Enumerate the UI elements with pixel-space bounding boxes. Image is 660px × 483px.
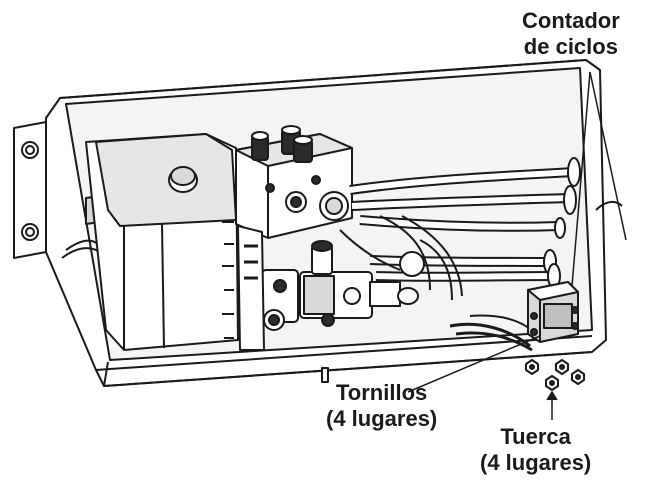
callout-cycle-counter: Contador de ciclos bbox=[522, 8, 620, 60]
mounting-nuts bbox=[525, 359, 585, 391]
cycle-counter bbox=[527, 281, 579, 343]
callout-cycle-counter-line1: Contador bbox=[522, 8, 620, 33]
hoses bbox=[339, 167, 575, 301]
callout-screws: Tornillos (4 lugares) bbox=[326, 380, 437, 432]
reservoir-tank bbox=[85, 133, 239, 351]
callout-nut-line2: (4 lugares) bbox=[480, 450, 592, 475]
drain-stub bbox=[321, 367, 329, 383]
callout-cycle-counter-line2: de ciclos bbox=[523, 34, 618, 59]
callout-nut: Tuerca (4 lugares) bbox=[480, 424, 591, 476]
leader-lines bbox=[407, 71, 627, 420]
solenoid-valve bbox=[237, 225, 425, 351]
callout-screws-line1: Tornillos bbox=[336, 380, 428, 405]
valve-manifold bbox=[235, 125, 353, 239]
left-mounting-bracket bbox=[13, 121, 47, 259]
callout-screws-line2: (4 lugares) bbox=[326, 406, 438, 431]
bulkhead-fittings bbox=[543, 157, 581, 289]
callout-nut-line1: Tuerca bbox=[500, 424, 571, 449]
